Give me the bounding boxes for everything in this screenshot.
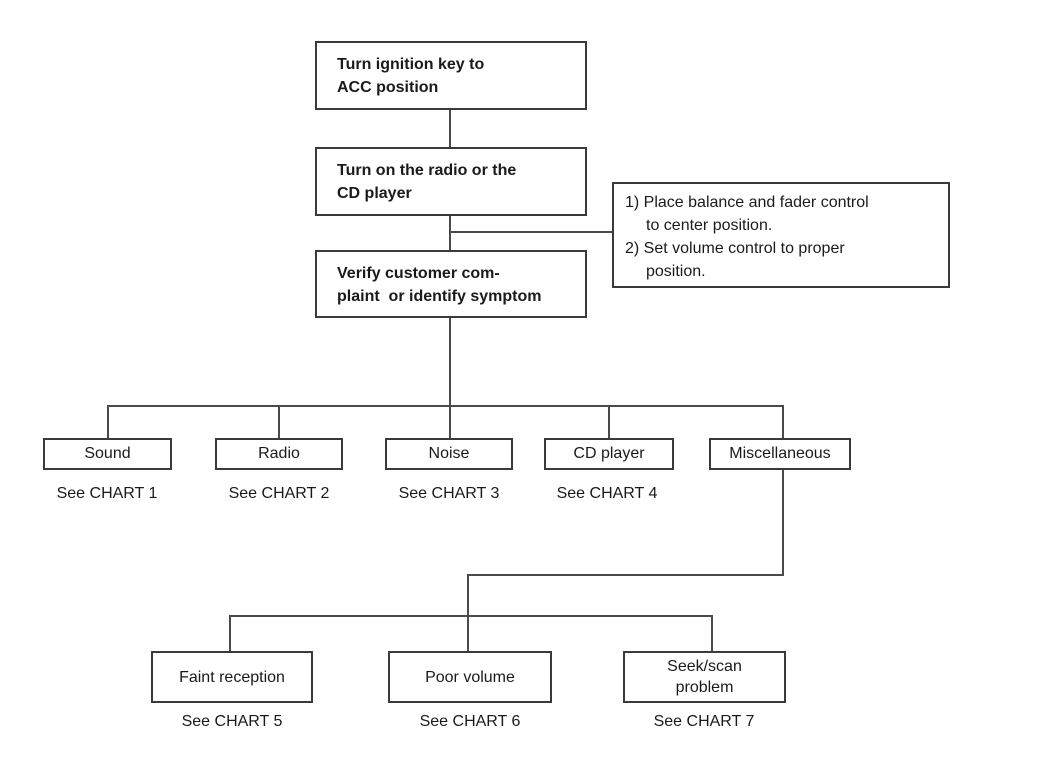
step-box-turn-ignition: Turn ignition key to ACC position [315,41,587,110]
step-box-verify-complaint: Verify customer com- plaint or identify … [315,250,587,318]
connector-misc-down2 [467,574,469,617]
connector-drop-seek-scan [711,615,713,651]
connector-step2-step3 [449,216,451,250]
branch-box-noise: Noise [385,438,513,470]
see-chart-2-label: See CHART 2 [228,485,330,502]
connector-symptom-rail [107,405,784,407]
see-chart-1-label: See CHART 1 [56,485,158,502]
connector-drop-sound [107,405,109,438]
connector-misc-down [782,470,784,576]
see-chart-4-label: See CHART 4 [556,485,658,502]
sub-box-poor-volume: Poor volume [388,651,552,703]
connector-drop-radio [278,405,280,438]
connector-to-note-box [449,231,612,233]
note-box-balance-volume: 1) Place balance and fader control to ce… [612,182,950,288]
branch-box-radio: Radio [215,438,343,470]
note-line-4: position. [646,263,706,280]
see-chart-7-label: See CHART 7 [653,713,755,730]
connector-drop-cd-player [608,405,610,438]
note-line-2: to center position. [646,217,773,234]
connector-step3-rail [449,318,451,407]
connector-step1-step2 [449,110,451,147]
step-box-turn-on-radio: Turn on the radio or the CD player [315,147,587,216]
see-chart-5-label: See CHART 5 [181,713,283,730]
connector-drop-faint-reception [229,615,231,651]
sub-box-faint-reception: Faint reception [151,651,313,703]
connector-drop-noise [449,405,451,438]
see-chart-3-label: See CHART 3 [398,485,500,502]
connector-misc-left [467,574,784,576]
connector-drop-poor-volume [467,615,469,651]
connector-drop-miscellaneous [782,405,784,438]
branch-box-miscellaneous: Miscellaneous [709,438,851,470]
connector-misc-rail [229,615,713,617]
see-chart-6-label: See CHART 6 [419,713,521,730]
note-line-1: 1) Place balance and fader control [625,194,869,211]
branch-box-sound: Sound [43,438,172,470]
sub-box-seek-scan-problem: Seek/scan problem [623,651,786,703]
note-line-3: 2) Set volume control to proper [625,240,845,257]
branch-box-cd-player: CD player [544,438,674,470]
